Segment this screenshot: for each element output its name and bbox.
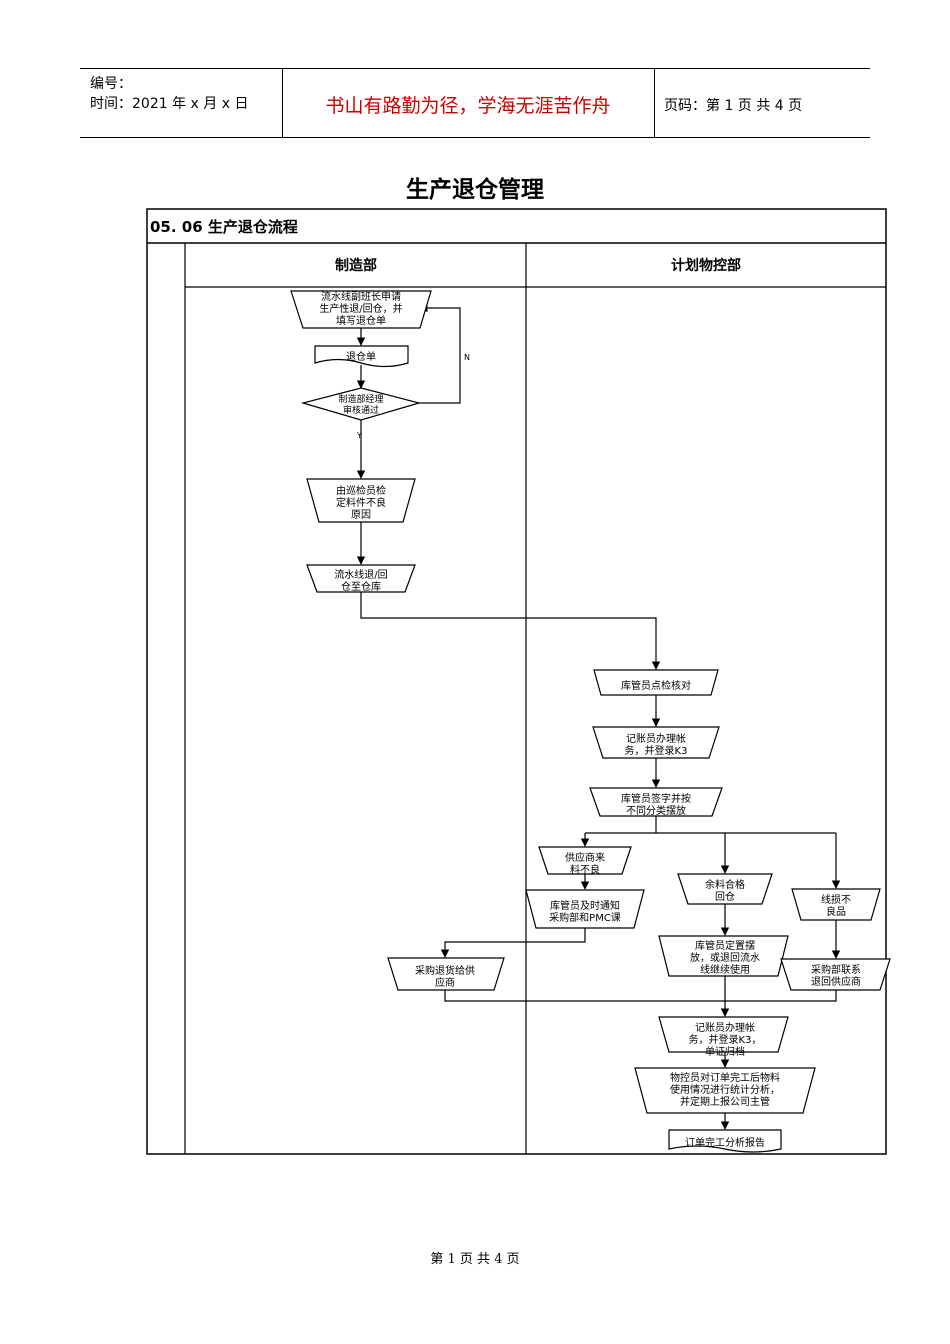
header-motto-cell: 书山有路勤为径，学海无涯苦作舟: [282, 69, 655, 137]
node-label-n3: 审核通过: [343, 404, 379, 416]
node-label-n14: 放，或退回流水: [690, 951, 760, 964]
node-label-n17: 物控员对订单完工后物料: [670, 1071, 780, 1084]
node-label-n5: 仓至仓库: [341, 580, 381, 593]
page-label: 页码：第 1 页 共 4 页: [664, 98, 803, 114]
node-label-n18: 订单完工分析报告: [685, 1136, 765, 1149]
node-label-n16: 记账员办理帐: [695, 1021, 755, 1034]
node-label-n1: 生产性退/回仓，并: [319, 302, 402, 315]
number-label: 编号：: [90, 76, 132, 92]
node-label-n12: 采购部和PMC课: [549, 911, 621, 924]
node-label-n11: 线损不: [821, 893, 851, 906]
node-label-n2: 退仓单: [346, 350, 376, 363]
node-label-n10: 回仓: [715, 890, 735, 903]
node-label-n7: 记账员办理帐: [626, 732, 686, 745]
node-label-n9: 供应商来: [565, 851, 605, 864]
node-label-n17: 并定期上报公司主管: [680, 1095, 770, 1108]
node-label-n14: 库管员定置摆: [695, 939, 755, 952]
node-label-n4: 由巡检员检: [336, 484, 386, 497]
lane-header-manufacturing: 制造部: [335, 257, 377, 274]
page-footer: 第 1 页 共 4 页: [430, 1252, 520, 1267]
document-header: 编号： 时间：2021 年 x 月 x 日 书山有路勤为径，学海无涯苦作舟 页码…: [80, 68, 870, 138]
node-label-n15: 采购部联系: [811, 963, 861, 976]
motto-text: 书山有路勤为径，学海无涯苦作舟: [325, 95, 611, 117]
node-label-n4: 原因: [351, 509, 371, 521]
flow-connectors: [356, 303, 841, 1130]
node-label-n7: 务，并登录K3: [625, 744, 688, 757]
node-label-n8: 不同分类摆放: [626, 804, 686, 817]
node-label-n3: 制造部经理: [338, 393, 383, 405]
node-label-n17: 使用情况进行统计分析，: [670, 1083, 780, 1096]
header-page-cell: 页码：第 1 页 共 4 页: [654, 69, 870, 137]
node-label-n13: 采购退货给供: [415, 964, 475, 977]
node-label-n12: 库管员及时通知: [550, 899, 620, 912]
node-labels: 流水线副班长申请生产性退/回仓，并填写退仓单退仓单制造部经理审核通过由巡检员检定…: [319, 290, 861, 1149]
node-label-n1: 流水线副班长申请: [321, 290, 401, 303]
node-label-n4: 定料件不良: [336, 496, 386, 509]
section-title: 05. 06 生产退仓流程: [150, 218, 298, 236]
node-label-n11: 良品: [826, 905, 846, 918]
flow-shapes: [290, 290, 891, 1153]
page-title: 生产退仓管理: [406, 177, 544, 203]
yes-branch-label: Y: [356, 431, 362, 440]
node-label-n5: 流水线退/回: [334, 568, 387, 581]
node-label-n1: 填写退仓单: [336, 314, 386, 327]
lane-header-planning: 计划物控部: [671, 257, 741, 274]
node-label-n6: 库管员点检核对: [621, 679, 691, 692]
node-label-n8: 库管员签字并按: [621, 792, 691, 805]
time-label: 时间：2021 年 x 月 x 日: [90, 96, 249, 112]
node-label-n10: 余料合格: [705, 878, 745, 891]
node-label-n15: 退回供应商: [811, 975, 861, 988]
node-label-n9: 料不良: [570, 863, 600, 876]
flowchart-frame: [146, 208, 887, 1155]
node-label-n16: 单证归档: [705, 1045, 745, 1058]
node-label-n16: 务，并登录K3，: [689, 1033, 762, 1046]
no-branch-label: N: [464, 353, 470, 362]
node-label-n13: 应商: [435, 976, 455, 989]
header-info-cell: 编号： 时间：2021 年 x 月 x 日: [80, 69, 283, 137]
node-label-n14: 线继续使用: [700, 963, 750, 976]
